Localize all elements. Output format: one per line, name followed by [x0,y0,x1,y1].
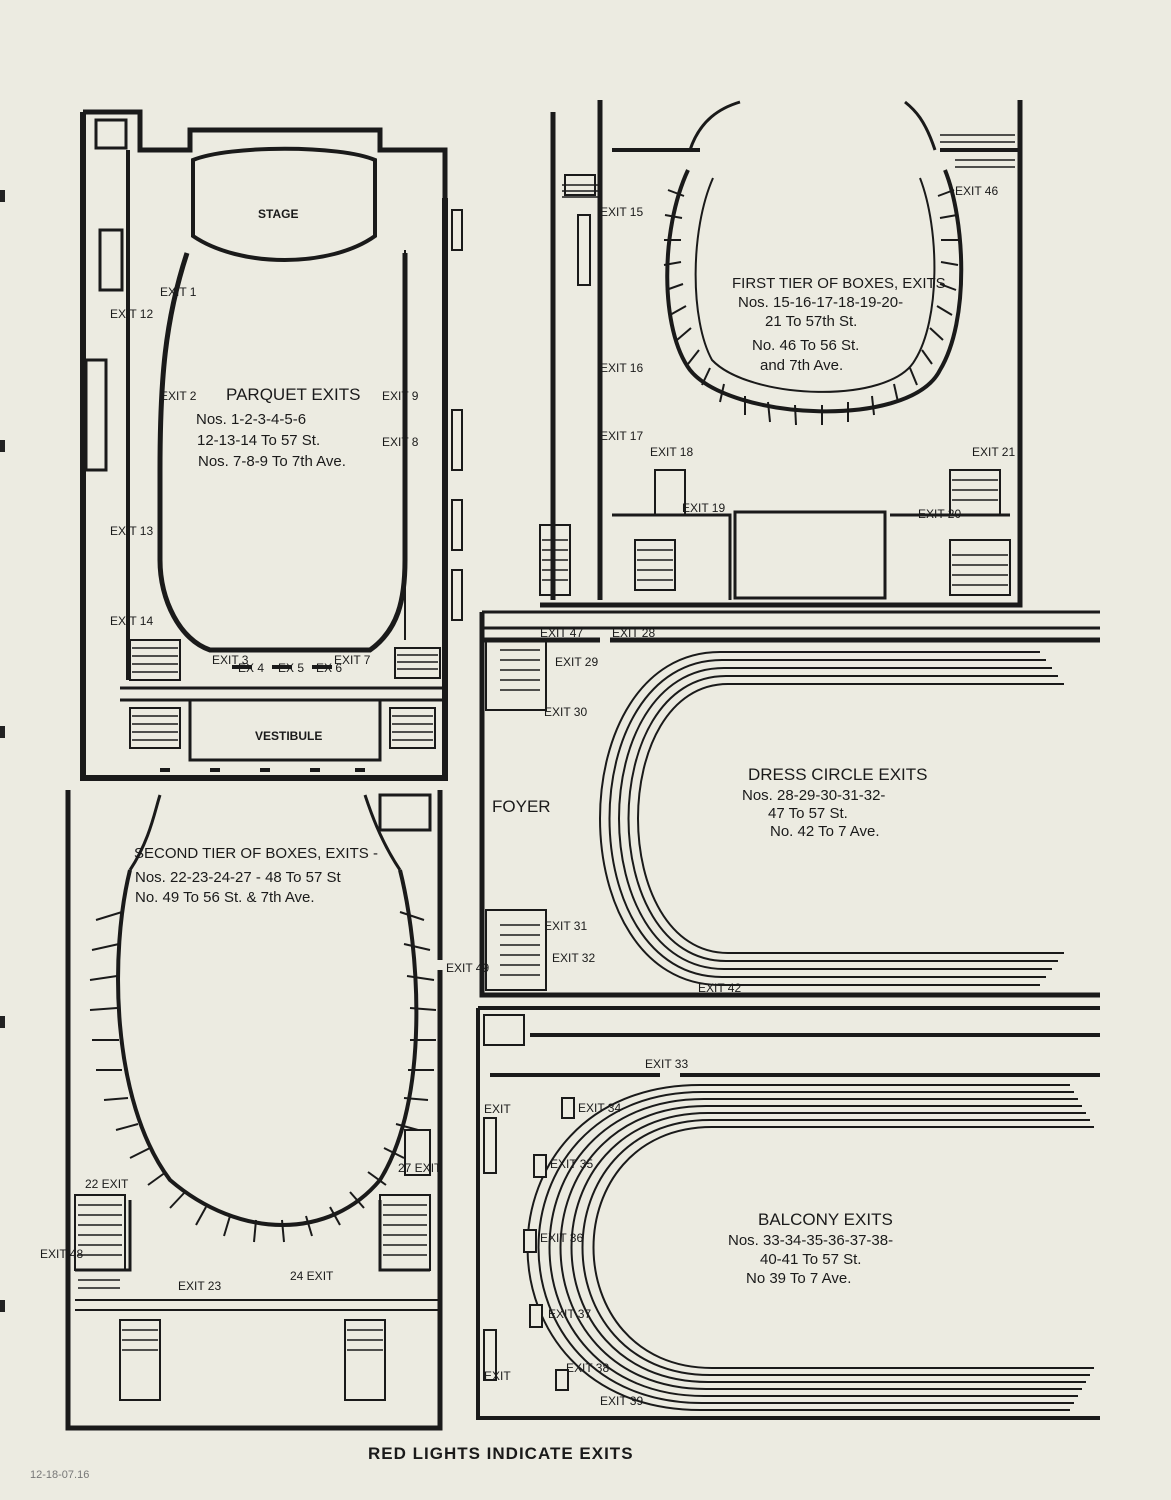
exit-balcony-left-lower: EXIT [484,1369,511,1383]
exit-4: EX 4 [238,661,264,675]
parquet-line-2: 12-13-14 To 57 St. [197,432,320,449]
dress-circle-tiers [599,651,1064,986]
exit-21: EXIT 21 [972,445,1015,459]
first-tier-title: FIRST TIER OF BOXES, EXITS [732,275,946,292]
exit-14: EXIT 14 [110,614,153,628]
exit-39: EXIT 39 [600,1394,643,1408]
exit-28: EXIT 28 [612,626,655,640]
exit-18: EXIT 18 [650,445,693,459]
first-tier-line-2: 21 To 57th St. [765,313,857,330]
first-tier-line-1: Nos. 15-16-17-18-19-20- [738,294,903,311]
binder-holes [0,190,5,1312]
balcony-text: BALCONY EXITS Nos. 33-34-35-36-37-38- 40… [484,1057,893,1408]
dress-circle-text: FOYER DRESS CIRCLE EXITS Nos. 28-29-30-3… [492,626,928,995]
exit-22: 22 EXIT [85,1177,129,1191]
balcony-line-3: No 39 To 7 Ave. [746,1270,851,1287]
exit-5: EX 5 [278,661,304,675]
exit-30: EXIT 30 [544,705,587,719]
exit-6: EX 6 [316,661,342,675]
exit-16: EXIT 16 [600,361,643,375]
second-tier-text: SECOND TIER OF BOXES, EXITS - Nos. 22-23… [40,845,489,1293]
first-tier-box-partitions [663,189,959,426]
parquet-text: STAGE VESTIBULE PARQUET EXITS Nos. 1-2-3… [110,207,419,743]
exit-36: EXIT 36 [540,1231,583,1245]
exit-49: EXIT 49 [446,961,489,975]
exit-12: EXIT 12 [110,307,153,321]
dress-circle-plan [378,610,1100,998]
exit-33: EXIT 33 [645,1057,688,1071]
vestibule-label: VESTIBULE [255,729,322,743]
handwritten-note: 12-18-07.16 [30,1469,89,1481]
second-tier-title: SECOND TIER OF BOXES, EXITS - [134,845,378,862]
parquet-stair-hatching [132,647,438,741]
parquet-title: PARQUET EXITS [226,385,360,404]
exit-24: 24 EXIT [290,1269,334,1283]
exit-27: 27 EXIT [398,1161,442,1175]
balcony-title: BALCONY EXITS [758,1210,893,1229]
dress-circle-line-2: 47 To 57 St. [768,805,848,822]
exit-7: EXIT 7 [334,653,371,667]
second-tier-plan [65,790,443,1431]
second-tier-box-partitions [89,911,437,1243]
exit-34: EXIT 34 [578,1101,621,1115]
second-tier-stair-hatching [78,1204,427,1351]
footer-caption: RED LIGHTS INDICATE EXITS [368,1444,634,1463]
balcony-exit-doors [523,1097,575,1391]
exit-8: EXIT 8 [382,435,419,449]
exit-9: EXIT 9 [382,389,419,403]
exit-47: EXIT 47 [540,626,583,640]
exit-35: EXIT 35 [550,1157,593,1171]
exit-balcony-left-upper: EXIT [484,1102,511,1116]
exit-32: EXIT 32 [552,951,595,965]
second-tier-line-2: No. 49 To 56 St. & 7th Ave. [135,889,315,906]
parquet-line-3: Nos. 7-8-9 To 7th Ave. [198,453,346,470]
exit-1: EXIT 1 [160,285,197,299]
first-tier-plan [539,100,1023,608]
exit-31: EXIT 31 [544,919,587,933]
exit-42: EXIT 42 [698,981,741,995]
first-tier-line-4: and 7th Ave. [760,357,843,374]
balcony-line-1: Nos. 33-34-35-36-37-38- [728,1232,893,1249]
exit-38: EXIT 38 [566,1361,609,1375]
first-tier-text: FIRST TIER OF BOXES, EXITS Nos. 15-16-17… [600,184,1015,521]
exit-37: EXIT 37 [548,1307,591,1321]
exit-15: EXIT 15 [600,205,643,219]
parquet-line-1: Nos. 1-2-3-4-5-6 [196,411,306,428]
exit-13: EXIT 13 [110,524,153,538]
exit-29: EXIT 29 [555,655,598,669]
exit-17: EXIT 17 [600,429,643,443]
exit-19: EXIT 19 [682,501,725,515]
balcony-plan [476,1006,1100,1420]
dress-circle-stair-hatching [500,649,540,976]
exit-20: EXIT 20 [918,507,961,521]
first-tier-stair-hatching [542,134,1015,586]
dress-circle-line-3: No. 42 To 7 Ave. [770,823,880,840]
exit-46: EXIT 46 [955,184,998,198]
dress-circle-title: DRESS CIRCLE EXITS [748,765,928,784]
first-tier-line-3: No. 46 To 56 St. [752,337,859,354]
exit-23: EXIT 23 [178,1279,221,1293]
exit-48: EXIT 48 [40,1247,83,1261]
exit-3: EXIT 3 [212,653,249,667]
second-tier-line-1: Nos. 22-23-24-27 - 48 To 57 St [135,869,342,886]
foyer-label: FOYER [492,797,551,816]
parquet-plan [80,109,463,781]
dress-circle-line-1: Nos. 28-29-30-31-32- [742,787,885,804]
stage-label: STAGE [258,207,298,221]
exit-2: EXIT 2 [160,389,197,403]
balcony-line-2: 40-41 To 57 St. [760,1251,861,1268]
